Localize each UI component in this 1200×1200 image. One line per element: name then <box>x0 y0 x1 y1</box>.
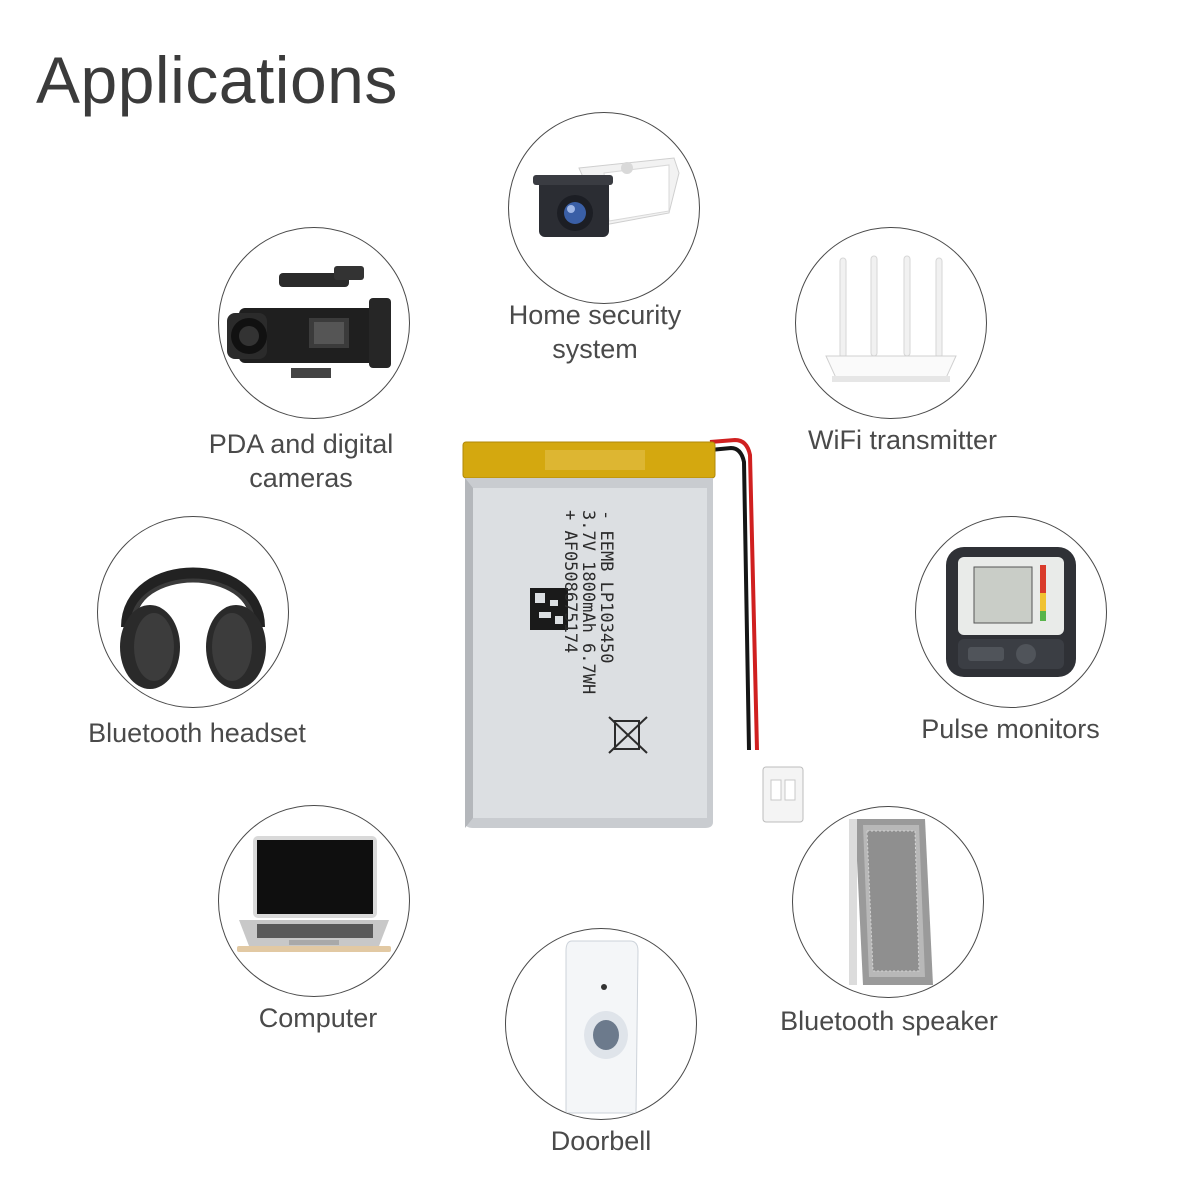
home-security-label: Home security system <box>500 298 690 366</box>
headphones-icon <box>120 567 266 689</box>
router-circle <box>795 227 987 419</box>
app-bluetooth-headset: Bluetooth headset <box>88 516 306 748</box>
app-computer: Computer <box>218 805 418 1033</box>
security-camera-circle <box>508 112 700 304</box>
label-line-1: Bluetooth headset <box>88 718 306 748</box>
bluetooth-headset-label: Bluetooth headset <box>77 716 317 750</box>
lipo-battery-graphic <box>462 437 804 828</box>
label-line-1: Pulse monitors <box>921 714 1100 744</box>
battery-line-2: 3.7V 1800mAh 6.7WH <box>578 510 598 695</box>
doorbell-circle <box>505 928 697 1120</box>
battery-line-3: + AF0508675174 <box>560 510 580 654</box>
app-pda-cameras: PDA and digital cameras <box>209 227 418 493</box>
blood-pressure-monitor-icon <box>946 547 1076 677</box>
camcorder-circle <box>218 227 410 419</box>
pda-cameras-label: PDA and digital cameras <box>196 427 406 495</box>
lipo-battery: - EEMB LP103450 3.7V 1800mAh 6.7WH + AF0… <box>455 430 815 830</box>
label-line-1: Home security <box>508 300 682 330</box>
page-title: Applications <box>36 43 398 117</box>
blood-pressure-monitor-circle <box>915 516 1107 708</box>
laptop-icon <box>237 836 391 952</box>
camcorder-icon <box>227 266 391 378</box>
pulse-monitors-label: Pulse monitors <box>903 712 1118 746</box>
doorbell-label: Doorbell <box>501 1124 701 1158</box>
doorbell-icon <box>565 940 639 1114</box>
bluetooth-speaker-label: Bluetooth speaker <box>774 1004 1004 1038</box>
app-wifi-transmitter: WiFi transmitter <box>795 227 997 455</box>
app-bluetooth-speaker: Bluetooth speaker <box>780 806 998 1036</box>
app-doorbell: Doorbell <box>505 928 705 1156</box>
headphones-circle <box>97 516 289 708</box>
security-camera-icon <box>533 157 680 237</box>
label-line-1: Computer <box>258 1003 378 1033</box>
weee-bin-icon <box>608 716 648 754</box>
speaker-circle <box>792 806 984 998</box>
label-line-2: system <box>552 334 638 364</box>
computer-label: Computer <box>218 1001 418 1035</box>
label-line-1: Bluetooth speaker <box>780 1006 998 1036</box>
battery-line-1: - EEMB LP103450 <box>596 510 616 664</box>
laptop-circle <box>218 805 410 997</box>
label-line-1: WiFi transmitter <box>808 425 997 455</box>
router-icon <box>825 255 957 382</box>
wifi-transmitter-label: WiFi transmitter <box>795 423 1010 457</box>
app-pulse-monitors: Pulse monitors <box>915 516 1115 744</box>
label-line-2: cameras <box>249 463 353 493</box>
speaker-icon <box>849 819 933 985</box>
label-line-1: PDA and digital <box>208 429 394 459</box>
app-home-security: Home security system <box>508 112 708 364</box>
label-line-1: Doorbell <box>550 1126 652 1156</box>
